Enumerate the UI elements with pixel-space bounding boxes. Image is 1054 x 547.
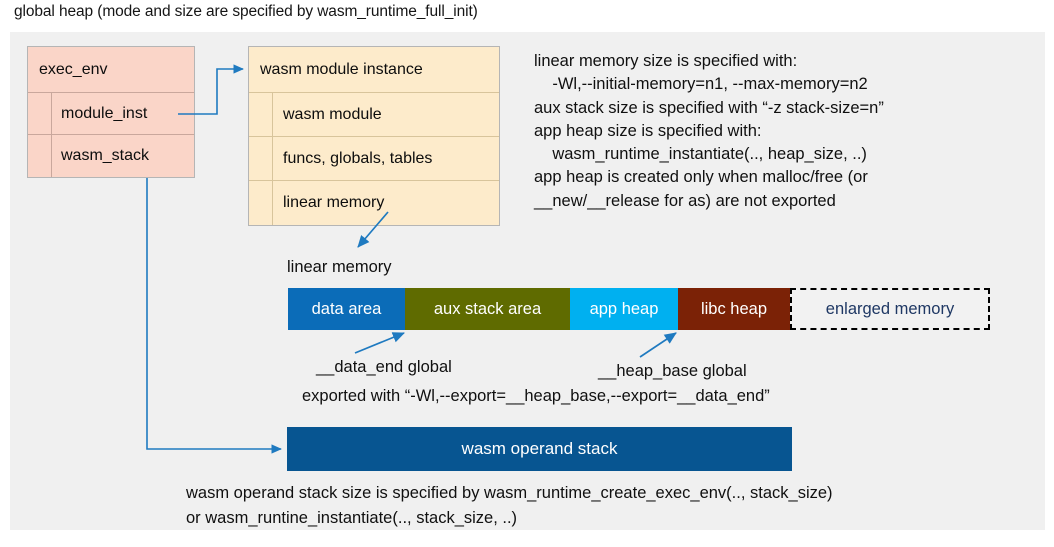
memory-segment-label: aux stack area — [433, 299, 542, 318]
annotation-exported-globals: exported with “-Wl,--export=__heap_base,… — [302, 387, 770, 405]
linear-memory-bar-label: linear memory — [287, 258, 392, 276]
wasm-module-instance-box: wasm module instance wasm module funcs, … — [248, 46, 500, 226]
memory-segment-label: data area — [311, 299, 382, 318]
exec-env-field-module-inst: module_inst — [28, 93, 194, 135]
exec-env-box: exec_env module_inst wasm_stack — [27, 46, 195, 178]
memory-configuration-notes: linear memory size is specified with: -W… — [534, 52, 884, 210]
exec-env-header-row: exec_env — [28, 47, 194, 93]
module-instance-title: wasm module instance — [260, 60, 423, 78]
exec-env-indent-gutter — [28, 135, 52, 177]
memory-segment: aux stack area — [405, 288, 570, 330]
linear-memory-bar: data area aux stack area app heap libc heap… — [288, 288, 990, 330]
module-instance-indent-gutter — [249, 137, 273, 180]
memory-segment-label: libc heap — [700, 299, 768, 318]
exec-env-field-label: wasm_stack — [61, 147, 150, 164]
module-instance-indent-gutter — [249, 181, 273, 225]
module-instance-field-linear-memory: linear memory — [249, 181, 499, 225]
module-instance-field-label: wasm module — [283, 105, 382, 123]
exec-env-indent-gutter — [28, 93, 52, 134]
exec-env-field-wasm-stack: wasm_stack — [28, 135, 194, 177]
module-instance-header-row: wasm module instance — [249, 47, 499, 93]
exec-env-title: exec_env — [39, 60, 108, 78]
memory-segment-label: app heap — [589, 299, 659, 318]
memory-segment: enlarged memory — [790, 288, 990, 330]
memory-segment: libc heap — [678, 288, 790, 330]
annotation-data-end: __data_end global — [316, 358, 452, 376]
memory-segment: app heap — [570, 288, 678, 330]
module-instance-indent-gutter — [249, 93, 273, 136]
module-instance-field-wasm-module: wasm module — [249, 93, 499, 137]
wasm-operand-stack-bar: wasm operand stack — [287, 427, 792, 471]
memory-segment-label: enlarged memory — [825, 299, 955, 318]
exec-env-field-label: module_inst — [61, 104, 148, 122]
module-instance-field-label: linear memory — [283, 194, 385, 211]
memory-segment: data area — [288, 288, 405, 330]
annotation-heap-base: __heap_base global — [598, 362, 747, 380]
page-title: global heap (mode and size are specified… — [14, 3, 478, 20]
module-instance-field-label: funcs, globals, tables — [283, 149, 433, 167]
module-instance-field-funcs-globals-tables: funcs, globals, tables — [249, 137, 499, 181]
operand-stack-note: wasm operand stack size is specified by … — [186, 484, 833, 527]
